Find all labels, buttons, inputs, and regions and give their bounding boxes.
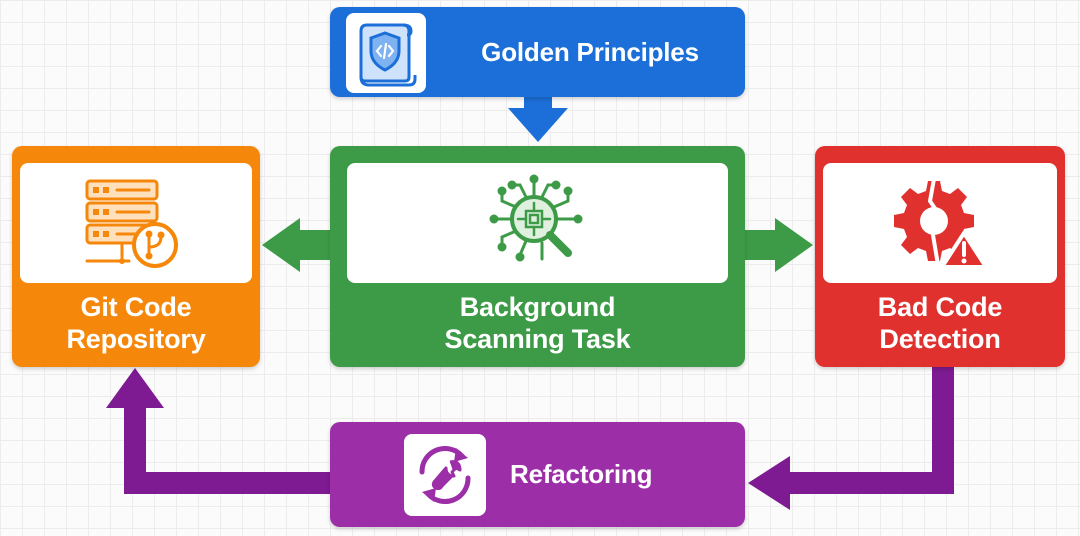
circuit-magnifier-icon <box>489 174 582 262</box>
golden-principles-label: Golden Principles <box>481 37 699 67</box>
background-scanning-node: Background Scanning Task <box>330 146 745 367</box>
bad-code-detection-node: Bad Code Detection <box>815 146 1065 367</box>
edge-bad-to-refactoring <box>748 366 954 510</box>
golden-principles-icon-panel <box>346 13 426 93</box>
git-repository-label-line2: Repository <box>66 324 206 354</box>
edge-refactoring-to-git <box>106 368 332 494</box>
bad-code-detection-label: Bad Code Detection <box>815 291 1065 355</box>
background-scanning-label-line1: Background <box>459 292 616 322</box>
refactoring-node: Refactoring <box>330 422 745 527</box>
background-scanning-icon-panel <box>347 163 728 283</box>
git-repository-icon-panel <box>20 163 252 283</box>
git-repository-node: Git Code Repository <box>12 146 260 367</box>
refactoring-icon-panel <box>404 434 486 516</box>
bad-code-detection-label-line2: Detection <box>879 324 1001 354</box>
wrench-cycle-icon <box>419 446 471 504</box>
git-repository-label-line1: Git Code <box>80 292 192 322</box>
edge-scanning-to-git <box>262 218 332 272</box>
edge-golden-to-scanning <box>508 96 568 142</box>
server-git-branch-icon <box>85 179 178 268</box>
golden-principles-node: Golden Principles <box>330 7 745 97</box>
bad-code-detection-label-line1: Bad Code <box>877 292 1003 322</box>
background-scanning-label: Background Scanning Task <box>330 291 745 355</box>
refactoring-label: Refactoring <box>510 459 653 489</box>
bad-code-detection-icon-panel <box>823 163 1057 283</box>
shield-code-scroll-icon <box>359 23 417 87</box>
broken-gear-warning-icon <box>894 178 988 269</box>
background-scanning-label-line2: Scanning Task <box>444 324 631 354</box>
edge-scanning-to-bad <box>743 218 813 272</box>
git-repository-label: Git Code Repository <box>12 291 260 355</box>
